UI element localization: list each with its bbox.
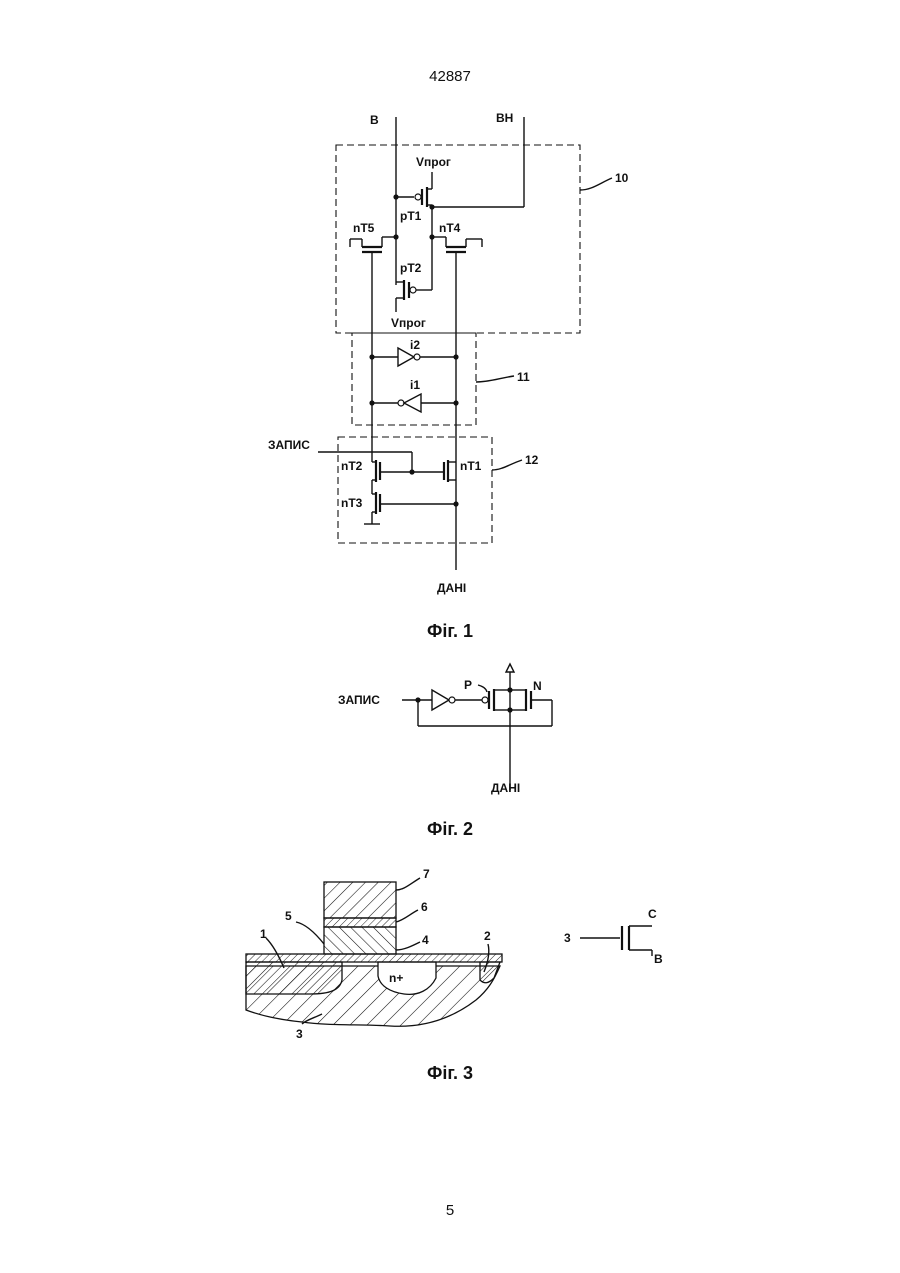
fig1-ref-10: 10 [615,171,629,185]
fig3-cross-section: 7 6 5 4 1 2 3 n+ 3 C B Фіг. 3 [246,867,663,1083]
fig3-ref-3: 3 [296,1027,303,1041]
fig1-label-i2: i2 [410,338,420,352]
inverter-i1 [372,394,456,412]
page-number: 5 [0,1202,900,1219]
layer-7 [324,882,396,918]
fig2-label-p: P [464,678,472,692]
fig1-label-bh: BH [496,111,513,125]
fig1-label-nt5: nT5 [353,221,375,235]
fig1-label-nt1: nT1 [460,459,482,473]
transistor-nt5 [350,237,396,440]
fig2-inverter [432,690,455,710]
fig1-circuit: B BH Vпрог pT1 nT5 nT4 pT2 Vпрог i2 i1 З… [268,111,629,641]
fig1-caption: Фіг. 1 [427,621,473,641]
fig2-transistor-n [510,689,552,711]
fig1-label-pt1: pT1 [400,209,422,223]
fig3-ref-7: 7 [423,867,430,881]
fig1-label-nt2: nT2 [341,459,363,473]
fig2-transistor-p [489,689,510,711]
fig1-label-zapis: ЗАПИС [268,438,310,452]
fig3-ref-2: 2 [484,929,491,943]
fig1-label-b: B [370,113,379,127]
fig3-symbol-label-3: 3 [564,931,571,945]
fig1-ref-11: 11 [517,370,530,384]
layer-4 [246,954,502,962]
fig1-label-vprog-bottom: Vпрог [391,316,426,330]
fig1-label-vprog-top: Vпрог [416,155,451,169]
fig3-label-nplus: n+ [389,971,403,985]
fig3-ref-5: 5 [285,909,292,923]
fig2-caption: Фіг. 2 [427,819,473,839]
fig1-label-i1: i1 [410,378,420,392]
region-1 [246,962,342,994]
fig3-ref-1: 1 [260,927,267,941]
fig1-ref-12: 12 [525,453,539,467]
fig2-label-dani: ДАНІ [491,781,520,795]
fig1-label-nt3: nT3 [341,496,363,510]
transistor-nt2 [372,440,380,494]
fig3-caption: Фіг. 3 [427,1063,473,1083]
layer-5 [324,927,396,954]
block-12 [338,437,492,543]
fig3-symbol-label-c: C [648,907,657,921]
fig3-symbol-label-b: B [654,952,663,966]
fig2-label-zapis: ЗАПИС [338,693,380,707]
fig3-ref-6: 6 [421,900,428,914]
fig2-label-n: N [533,679,542,693]
fig2-circuit: ЗАПИС P N ДАНІ Фіг. 2 [338,664,552,839]
transistor-pt1 [396,172,432,237]
transistor-nt1 [444,460,456,482]
fig1-label-nt4: nT4 [439,221,461,235]
fig1-label-pt2: pT2 [400,261,422,275]
fig1-label-dani: ДАНІ [437,581,466,595]
layer-6 [324,918,396,927]
transistor-nt3 [364,492,456,524]
capacitor-symbol [580,926,652,956]
fig3-ref-4: 4 [422,933,429,947]
